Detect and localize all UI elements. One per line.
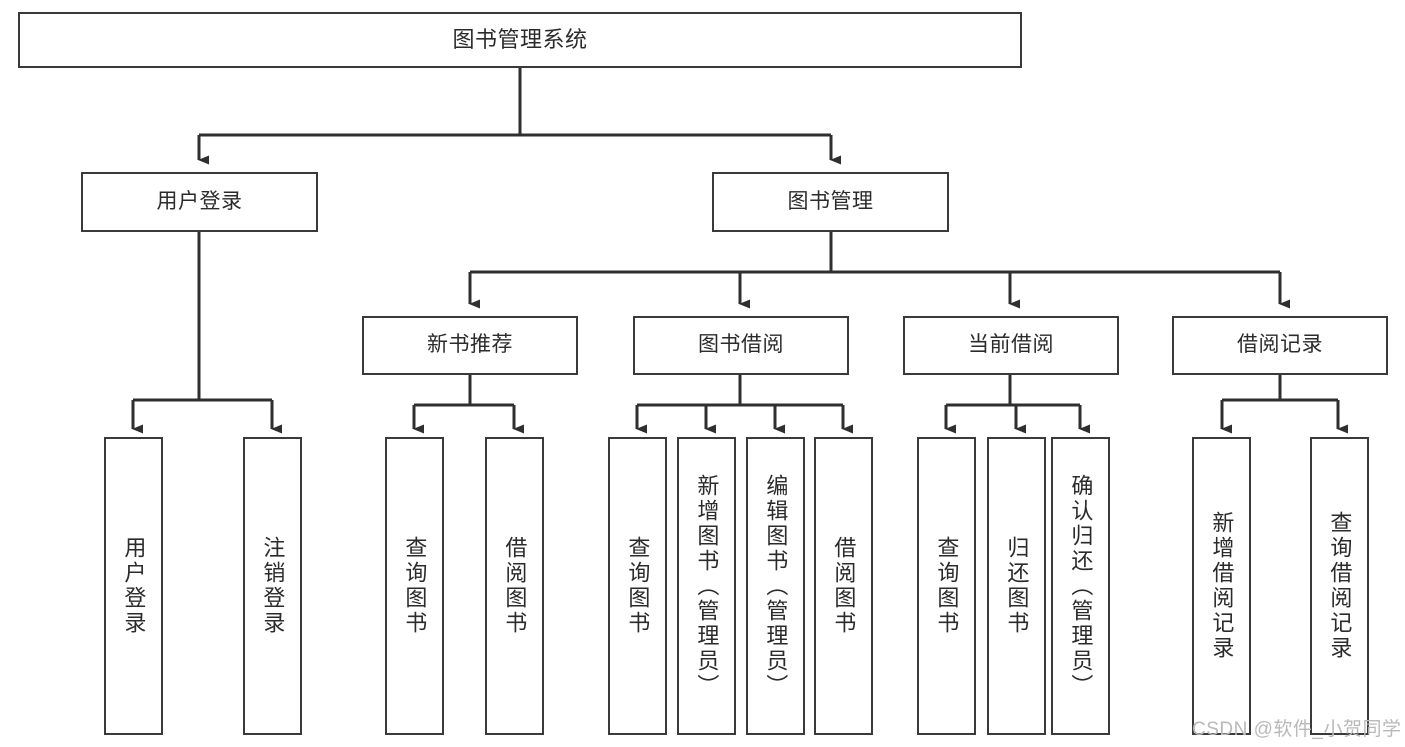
node-leaf-return-book[interactable]: 归还图书 — [987, 437, 1046, 735]
node-leaf-borrow-book-2-label: 借阅图书 — [831, 536, 857, 636]
node-leaf-borrow-book-1-label: 借阅图书 — [502, 536, 528, 636]
node-leaf-query-book-2-label: 查询图书 — [625, 536, 651, 636]
node-book-manage[interactable]: 图书管理 — [712, 172, 949, 232]
node-leaf-query-book-2[interactable]: 查询图书 — [608, 437, 667, 735]
node-leaf-return-book-label: 归还图书 — [1004, 536, 1030, 636]
node-leaf-borrow-book-2[interactable]: 借阅图书 — [814, 437, 873, 735]
node-user-login-label: 用户登录 — [156, 189, 243, 213]
node-leaf-query-book-3-label: 查询图书 — [934, 536, 960, 636]
node-leaf-edit-book-label: 编辑图书（管理员） — [763, 473, 789, 699]
node-borrow-record[interactable]: 借阅记录 — [1172, 316, 1388, 375]
node-leaf-confirm-return-label: 确认归还（管理员） — [1068, 473, 1094, 699]
node-borrow-record-label: 借阅记录 — [1237, 333, 1323, 357]
node-book-borrow-label: 图书借阅 — [698, 333, 784, 357]
node-leaf-user-login[interactable]: 用户登录 — [104, 437, 163, 735]
node-leaf-query-record[interactable]: 查询借阅记录 — [1310, 437, 1369, 735]
node-leaf-query-record-label: 查询借阅记录 — [1327, 511, 1353, 661]
node-leaf-add-record[interactable]: 新增借阅记录 — [1192, 437, 1251, 735]
node-leaf-add-book[interactable]: 新增图书（管理员） — [677, 437, 736, 735]
node-root-label: 图书管理系统 — [452, 27, 588, 53]
node-root[interactable]: 图书管理系统 — [18, 12, 1022, 68]
node-leaf-query-book-1-label: 查询图书 — [402, 536, 428, 636]
node-leaf-query-book-3[interactable]: 查询图书 — [917, 437, 976, 735]
node-leaf-user-login-label: 用户登录 — [121, 536, 147, 636]
node-new-book-recommend[interactable]: 新书推荐 — [362, 316, 578, 375]
node-user-login[interactable]: 用户登录 — [81, 172, 318, 232]
node-leaf-add-record-label: 新增借阅记录 — [1209, 511, 1235, 661]
node-leaf-query-book-1[interactable]: 查询图书 — [385, 437, 444, 735]
node-book-manage-label: 图书管理 — [787, 189, 874, 213]
node-leaf-logout-login-label: 注销登录 — [260, 536, 286, 636]
node-leaf-confirm-return[interactable]: 确认归还（管理员） — [1051, 437, 1110, 735]
node-current-borrow-label: 当前借阅 — [968, 333, 1054, 357]
node-leaf-edit-book[interactable]: 编辑图书（管理员） — [746, 437, 805, 735]
node-leaf-logout-login[interactable]: 注销登录 — [243, 437, 302, 735]
node-book-borrow[interactable]: 图书借阅 — [633, 316, 849, 375]
node-new-book-recommend-label: 新书推荐 — [427, 333, 513, 357]
node-current-borrow[interactable]: 当前借阅 — [903, 316, 1119, 375]
node-leaf-add-book-label: 新增图书（管理员） — [694, 473, 720, 699]
node-leaf-borrow-book-1[interactable]: 借阅图书 — [485, 437, 544, 735]
